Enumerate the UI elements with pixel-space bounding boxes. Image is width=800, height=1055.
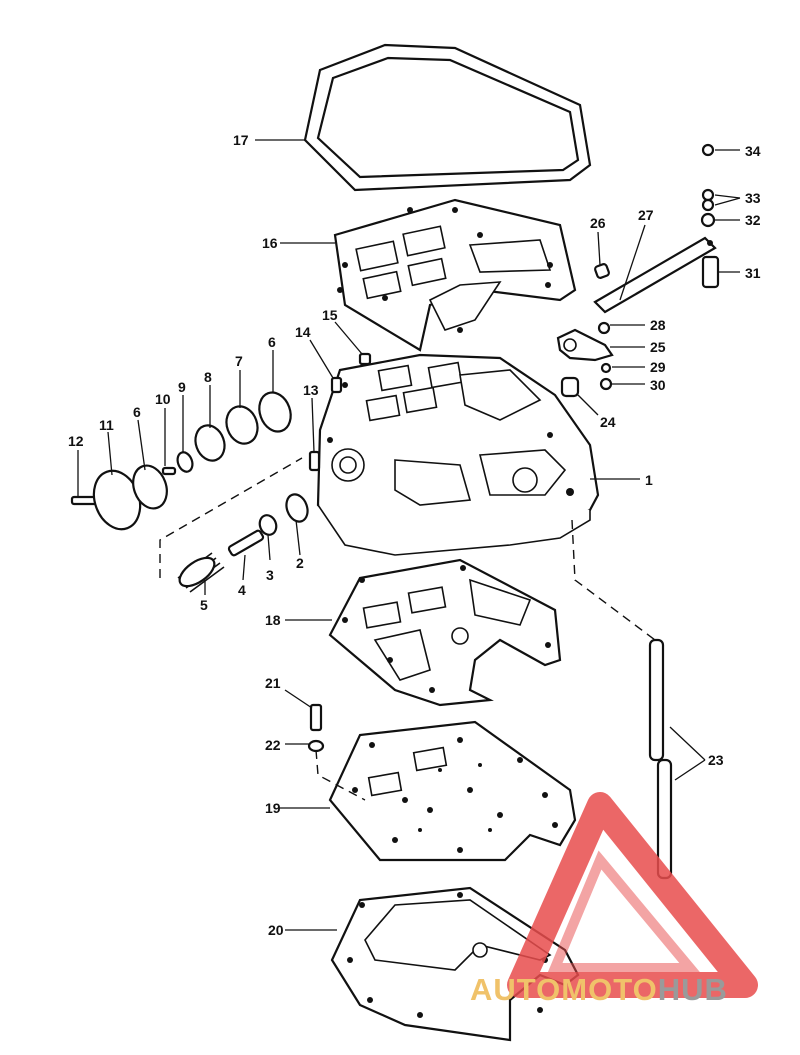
part-27-lever	[593, 236, 717, 314]
callout-27: 27	[638, 207, 654, 223]
part-23-rods	[648, 638, 673, 880]
callout-5: 5	[200, 597, 208, 613]
callout-34: 34	[745, 143, 761, 159]
callout-15: 15	[322, 307, 338, 323]
callout-13: 13	[303, 382, 319, 398]
callout-20: 20	[268, 922, 284, 938]
callout-33: 33	[745, 190, 761, 206]
callout-6-upper: 6	[268, 334, 276, 350]
part-19-plate	[328, 720, 577, 862]
callout-10: 10	[155, 391, 171, 407]
callout-19: 19	[265, 800, 281, 816]
callout-31: 31	[745, 265, 761, 281]
callout-21: 21	[265, 675, 281, 691]
callout-24: 24	[600, 414, 616, 430]
callout-12: 12	[68, 433, 84, 449]
watermark-brand-part1: AUTOMOTO	[470, 972, 658, 1007]
callout-30: 30	[650, 377, 666, 393]
callout-14: 14	[295, 324, 311, 340]
callout-16: 16	[262, 235, 278, 251]
callout-18: 18	[265, 612, 281, 628]
callout-11: 11	[99, 417, 114, 433]
callout-7: 7	[235, 353, 243, 369]
callout-9: 9	[178, 379, 186, 395]
part-17-seal	[303, 43, 592, 192]
callout-26: 26	[590, 215, 606, 231]
callout-8: 8	[204, 369, 212, 385]
callout-2: 2	[296, 555, 304, 571]
part-31-34-hardware	[700, 143, 720, 289]
part-18-gasket	[328, 558, 562, 707]
watermark-brand-part2: HUB	[657, 972, 728, 1007]
leader-lines	[77, 139, 741, 931]
part-16-gasket	[333, 198, 577, 352]
callout-3: 3	[266, 567, 274, 583]
callout-4: 4	[238, 582, 246, 598]
callout-17: 17	[233, 132, 249, 148]
callout-labels: 1 2 3 4 5 6 6 7 8 9 10 11 12 13 14 15 16…	[68, 132, 761, 938]
part-left-assembly	[70, 352, 372, 753]
callout-1: 1	[645, 472, 653, 488]
callout-29: 29	[650, 359, 666, 375]
callout-23: 23	[708, 752, 724, 768]
watermark-brand: AUTOMOTOHUB	[470, 972, 790, 1012]
watermark-logo-icon	[507, 792, 758, 998]
callout-22: 22	[265, 737, 281, 753]
part-25-bracket	[556, 321, 614, 398]
alignment-lines	[159, 457, 656, 801]
callout-6-lower: 6	[133, 404, 141, 420]
part-1-housing	[316, 353, 600, 556]
callout-25: 25	[650, 339, 666, 355]
callout-28: 28	[650, 317, 666, 333]
callout-32: 32	[745, 212, 761, 228]
